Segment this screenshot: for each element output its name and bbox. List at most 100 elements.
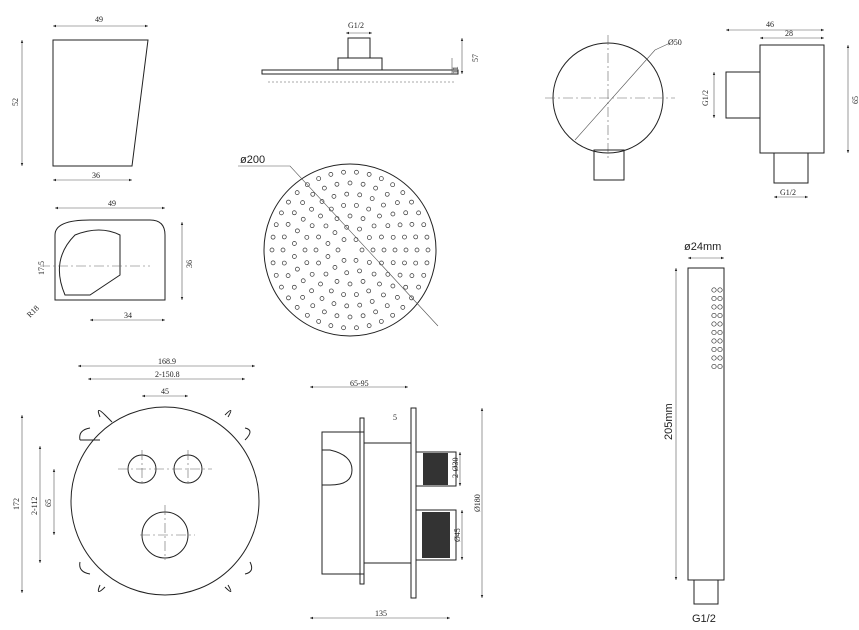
dim-knob-dia: Ø45 xyxy=(453,528,462,542)
nozzle xyxy=(347,281,353,287)
nozzle xyxy=(331,301,337,306)
nozzle xyxy=(354,203,359,208)
dim-button-dia: 2-Ø30 xyxy=(451,458,460,478)
nozzle xyxy=(341,169,346,175)
nozzle xyxy=(279,284,284,290)
nozzle xyxy=(295,228,300,234)
shower-head-top-view: ø200 xyxy=(238,154,439,337)
nozzle xyxy=(300,295,305,300)
nozzle xyxy=(309,206,314,212)
nozzle xyxy=(328,323,334,328)
nozzle xyxy=(353,258,359,263)
nozzle xyxy=(316,260,321,266)
nozzle xyxy=(313,247,319,253)
nozzle xyxy=(318,213,323,219)
nozzle xyxy=(373,309,378,315)
dim-thread: G1/2 xyxy=(692,613,716,625)
dim-total: 135 xyxy=(375,609,387,618)
nozzle xyxy=(425,247,431,253)
nozzle xyxy=(292,241,297,246)
nozzle xyxy=(316,319,322,324)
hand-shower-nozzle xyxy=(717,287,723,293)
wall-bracket-top-view: 49 17.5 36 34 R18 xyxy=(25,199,194,322)
valve-front-view: 168.9 2-150.8 45 172 2-112 65 xyxy=(12,357,260,596)
nozzle xyxy=(414,247,420,253)
nozzle xyxy=(359,247,365,253)
nozzle xyxy=(370,247,376,253)
nozzle xyxy=(280,247,286,253)
nozzle xyxy=(332,230,338,235)
nozzle xyxy=(310,191,316,197)
nozzle xyxy=(328,172,334,177)
nozzle xyxy=(413,260,419,266)
nozzle xyxy=(341,292,346,297)
nozzle xyxy=(360,313,366,319)
dim-body: 28 xyxy=(785,29,793,38)
dim-hole-spacing: 2-150.8 xyxy=(155,370,180,379)
hand-shower-nozzle xyxy=(717,346,723,353)
hand-shower-nozzle xyxy=(717,363,723,370)
dim-depth: 65-95 xyxy=(350,379,369,388)
nozzle xyxy=(402,260,407,266)
nozzle xyxy=(273,272,279,278)
nozzle xyxy=(341,203,346,208)
nozzle xyxy=(347,314,353,320)
nozzle xyxy=(390,234,396,240)
nozzle xyxy=(381,202,386,208)
nozzle xyxy=(334,279,340,284)
nozzle xyxy=(385,223,391,229)
nozzle xyxy=(281,260,287,266)
valve-side-view: 65-95 5 2-Ø30 Ø180 Ø45 135 xyxy=(310,379,484,620)
nozzle xyxy=(369,299,375,304)
nozzle xyxy=(409,222,415,227)
dim-depth: 36 xyxy=(185,260,194,268)
dim-thread-bottom: G1/2 xyxy=(780,188,796,197)
hand-shower-nozzle xyxy=(717,338,723,344)
nozzle xyxy=(347,213,353,219)
dim-base: 34 xyxy=(124,311,132,320)
nozzle xyxy=(323,223,329,229)
nozzle xyxy=(390,260,396,266)
nozzle xyxy=(357,268,362,274)
nozzle xyxy=(421,222,427,228)
nozzle xyxy=(316,234,321,240)
nozzle xyxy=(302,247,308,253)
nozzle xyxy=(344,303,350,309)
dim-radius: R18 xyxy=(25,304,41,320)
wall-bracket-side-view: 49 52 36 xyxy=(11,15,149,182)
dim-height: 52 xyxy=(11,98,20,106)
nozzle xyxy=(332,265,338,270)
nozzle xyxy=(369,196,375,201)
hand-shower-nozzle xyxy=(711,312,717,319)
nozzle xyxy=(323,271,329,277)
nozzle xyxy=(395,200,400,205)
nozzle xyxy=(341,258,347,263)
nozzle xyxy=(377,281,382,287)
nozzle xyxy=(331,194,337,199)
shower-head-side-view: G1/2 11 57 xyxy=(261,21,480,83)
nozzle xyxy=(347,180,353,186)
nozzle xyxy=(325,254,331,259)
nozzle xyxy=(403,210,409,216)
nozzle xyxy=(304,312,310,318)
nozzle xyxy=(281,234,287,240)
nozzle xyxy=(403,247,409,253)
nozzle xyxy=(285,273,291,278)
dim-diameter: ø200 xyxy=(240,154,265,166)
dim-diameter: ø24mm xyxy=(684,241,721,253)
nozzle xyxy=(413,234,419,240)
nozzle xyxy=(318,281,323,287)
nozzle xyxy=(273,222,279,228)
nozzle xyxy=(270,260,276,266)
nozzle xyxy=(409,273,415,278)
nozzle xyxy=(424,260,430,266)
nozzle xyxy=(392,247,398,253)
nozzle xyxy=(397,272,403,278)
nozzle xyxy=(424,234,430,240)
dim-vertical-spacing: 65 xyxy=(44,499,53,507)
dim-plate-dia: Ø180 xyxy=(473,494,482,512)
dim-height: 65 xyxy=(851,96,859,104)
nozzle xyxy=(300,278,306,284)
hand-shower-nozzle xyxy=(717,355,723,361)
nozzle xyxy=(310,303,316,309)
